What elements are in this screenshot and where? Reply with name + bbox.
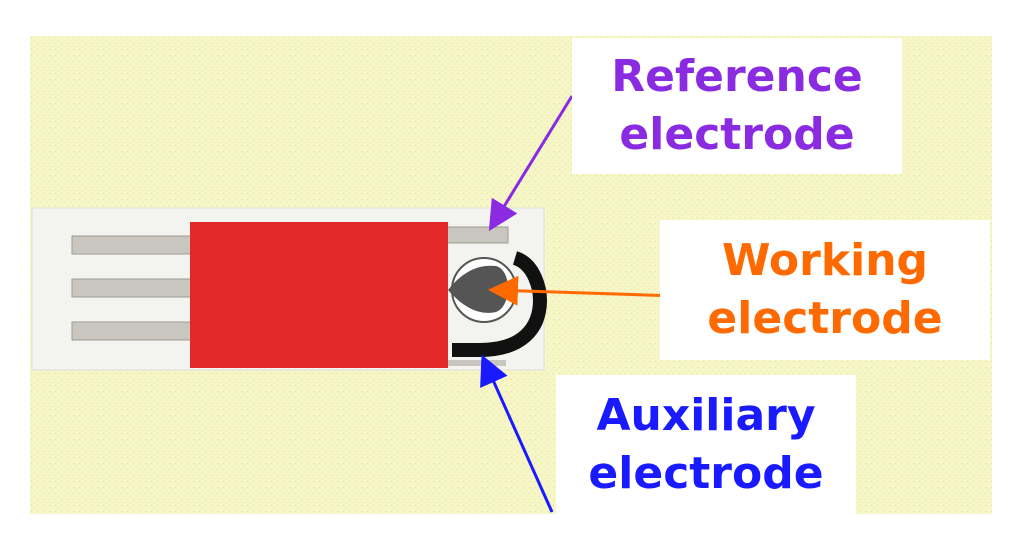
auxiliary-electrode — [452, 251, 548, 357]
auxiliary-label-line2: electrode — [588, 448, 824, 499]
working-arrow — [488, 275, 677, 306]
reference-electrode-lead — [445, 226, 509, 244]
contact-lead — [71, 278, 197, 298]
working-label-line1: Working — [721, 235, 929, 286]
reference-label-line2: electrode — [619, 109, 855, 160]
insulation-layer — [190, 222, 448, 368]
auxiliary-arrow — [480, 354, 554, 513]
reference-label-line1: Reference — [611, 51, 863, 102]
contact-lead — [71, 321, 197, 341]
reference-arrow — [488, 95, 574, 232]
auxiliary-label-line1: Auxiliary — [596, 390, 816, 441]
working-label-line2: electrode — [707, 293, 943, 344]
auxiliary-electrode-lead — [446, 360, 506, 366]
reference-electrode-label: Reference electrode — [572, 38, 902, 174]
auxiliary-electrode-label: Auxiliary electrode — [556, 375, 856, 515]
working-electrode-label: Working electrode — [660, 220, 990, 360]
contact-lead — [71, 235, 197, 255]
